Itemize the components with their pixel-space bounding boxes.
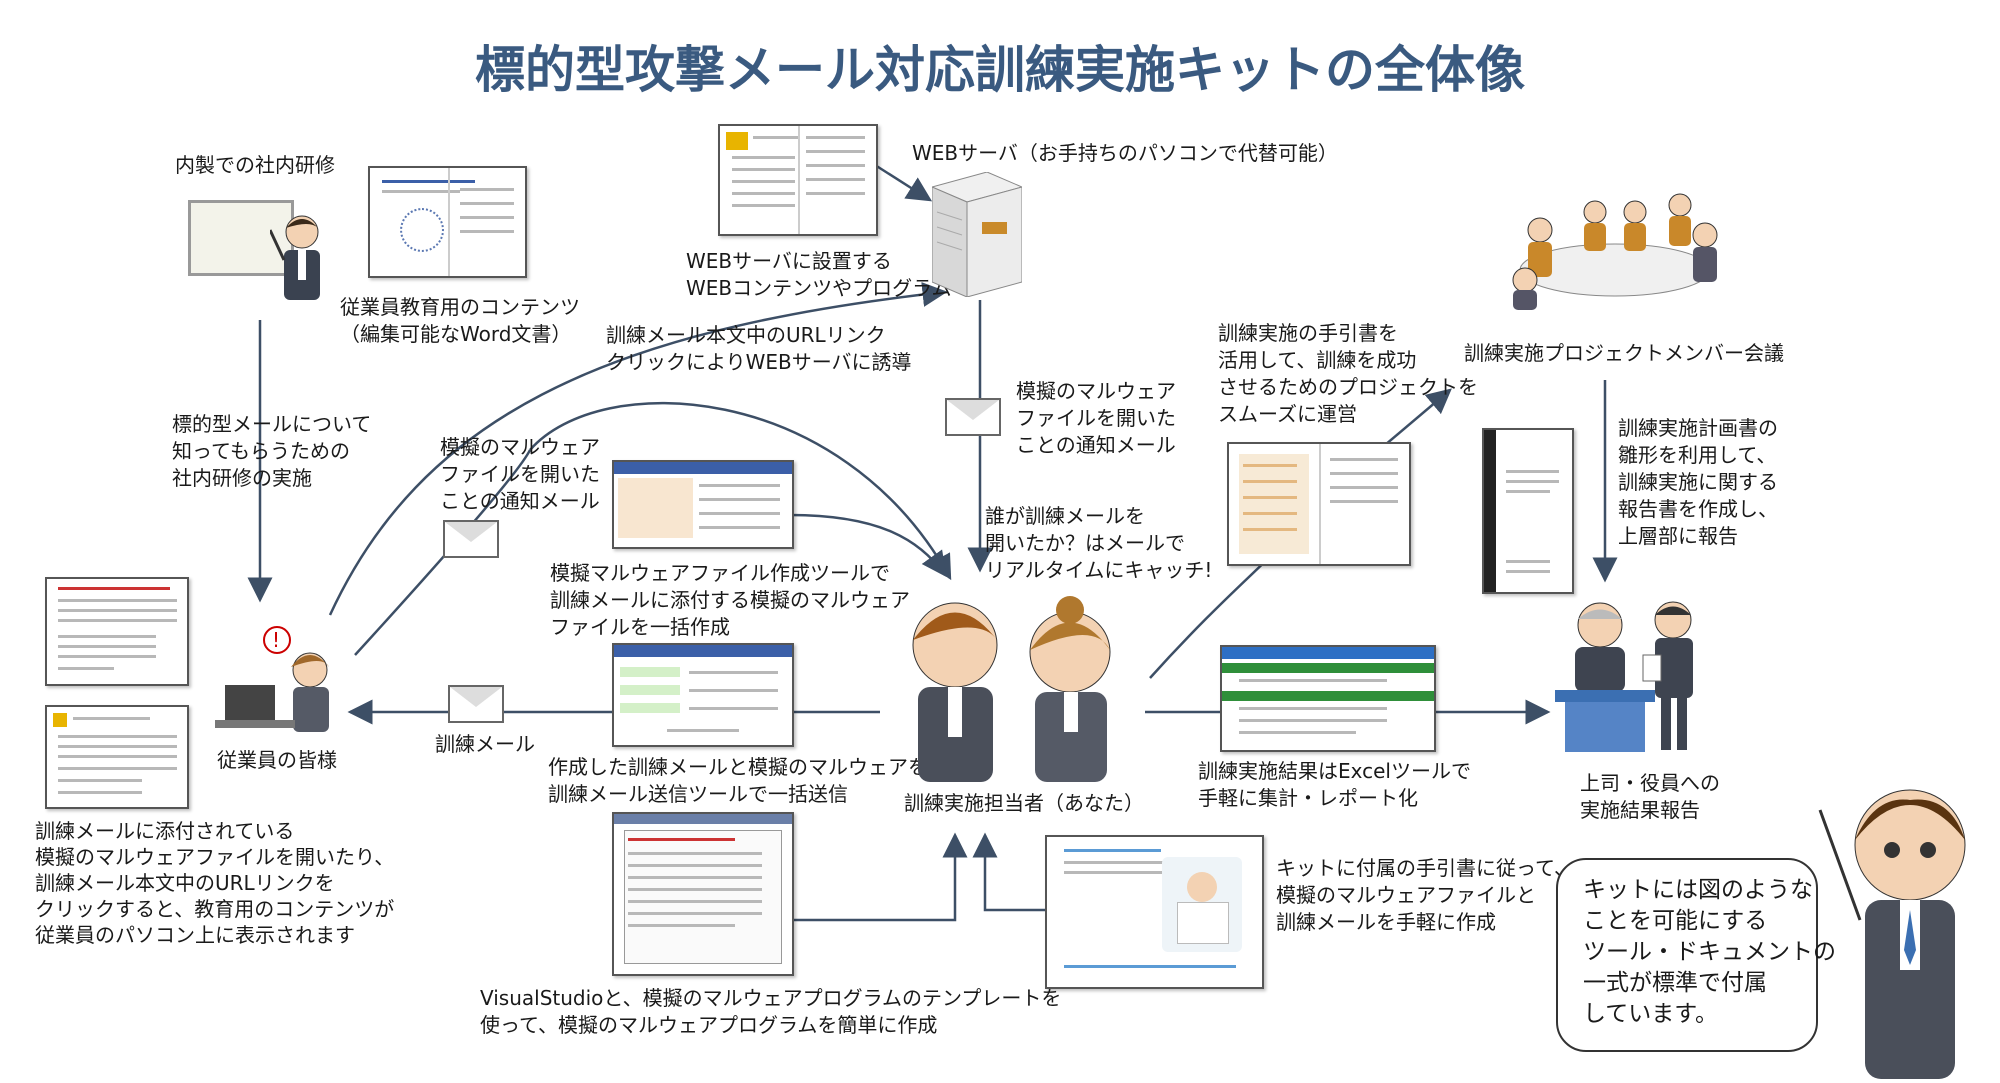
mascot-character xyxy=(1810,750,1990,1079)
bubble-text: キットには図のようなことを可能にするツール・ドキュメントの一式が標準で付属してい… xyxy=(1583,877,1836,1027)
label-vs: VisualStudioと、模擬のマルウェアプログラムのテンプレートを使って、模… xyxy=(480,986,1062,1037)
edu-content-document xyxy=(368,166,527,278)
label-staff: 訓練実施担当者（あなた） xyxy=(904,791,1144,815)
label-plan: 訓練実施計画書の雛形を利用して、訓練実施に関する報告書を作成し、上層部に報告 xyxy=(1618,416,1778,548)
excel-tool-screenshot xyxy=(1220,645,1436,752)
label-employees: 従業員の皆様 xyxy=(217,748,337,772)
arrow-employees-to-webserver xyxy=(328,282,948,616)
label-notice-left: 模擬のマルウェアファイルを開いたことの通知メール xyxy=(440,435,600,513)
boss-report-icon xyxy=(1555,595,1710,755)
page-title: 標的型攻撃メール対応訓練実施キットの全体像 xyxy=(475,41,1525,99)
label-inhouse: 内製での社内研修 xyxy=(175,153,335,177)
staff-characters xyxy=(880,590,1145,785)
label-send-tool: 作成した訓練メールと模擬のマルウェアを訓練メール送信ツールで一括送信 xyxy=(548,755,928,806)
web-server-icon xyxy=(930,171,1024,298)
label-malware-tool: 模擬マルウェアファイル作成ツールで訓練メールに添付する模擬のマルウェアファイルを… xyxy=(550,561,910,639)
label-url-link: 訓練メール本文中のURLリンククリックによりWEBサーバに誘導 xyxy=(606,323,912,374)
label-training-desc: 標的型メールについて知ってもらうための社内研修の実施 xyxy=(172,412,372,490)
label-training-mail: 訓練メール xyxy=(435,732,535,756)
label-edu-content: 従業員教育用のコンテンツ（編集可能なWord文書） xyxy=(340,295,580,346)
envelope-icon-notice-top xyxy=(945,398,1001,436)
lecturer-icon xyxy=(268,210,330,305)
arrow-notice-to-staff xyxy=(529,401,952,581)
label-report: 上司・役員への実施結果報告 xyxy=(1580,771,1720,822)
whiteboard-icon xyxy=(188,200,294,276)
visualstudio-screenshot xyxy=(612,812,794,976)
employee-doc-2 xyxy=(45,705,189,809)
guide-document xyxy=(1227,442,1411,566)
arrow-employees-notice xyxy=(354,449,532,656)
send-tool-screenshot xyxy=(612,643,794,747)
plan-document xyxy=(1482,428,1574,594)
envelope-icon-training-mail xyxy=(448,685,504,723)
label-web-server: WEBサーバ（お手持ちのパソコンで代替可能） xyxy=(912,141,1338,165)
employee-doc-1 xyxy=(45,577,189,686)
svg-text:!: ! xyxy=(272,628,280,652)
label-employee-desc: 訓練メールに添付されている模擬のマルウェアファイルを開いたり、訓練メール本文中の… xyxy=(35,819,395,947)
malware-tool-screenshot xyxy=(612,460,794,549)
meeting-icon xyxy=(1500,190,1730,310)
label-guide-use: 訓練実施の手引書を活用して、訓練を成功させるためのプロジェクトをスムーズに運営 xyxy=(1218,321,1478,426)
label-notice-top: 模擬のマルウェアファイルを開いたことの通知メール xyxy=(1016,379,1176,457)
label-kit-guide: キットに付属の手引書に従って、模擬のマルウェアファイルと訓練メールを手軽に作成 xyxy=(1276,856,1574,934)
label-meeting: 訓練実施プロジェクトメンバー会議 xyxy=(1464,341,1784,365)
speech-bubble xyxy=(1556,858,1818,1052)
web-content-document xyxy=(718,124,878,236)
envelope-icon-notice-left xyxy=(443,520,499,558)
label-realtime: 誰が訓練メールを開いたか？はメールでリアルタイムにキャッチ! xyxy=(985,504,1213,582)
employee-laptop-icon: ! xyxy=(215,625,345,740)
label-excel: 訓練実施結果はExcelツールで手軽に集計・レポート化 xyxy=(1198,759,1471,810)
arrow-content-to-server xyxy=(874,163,933,202)
kit-guide-screenshot xyxy=(1045,835,1264,989)
